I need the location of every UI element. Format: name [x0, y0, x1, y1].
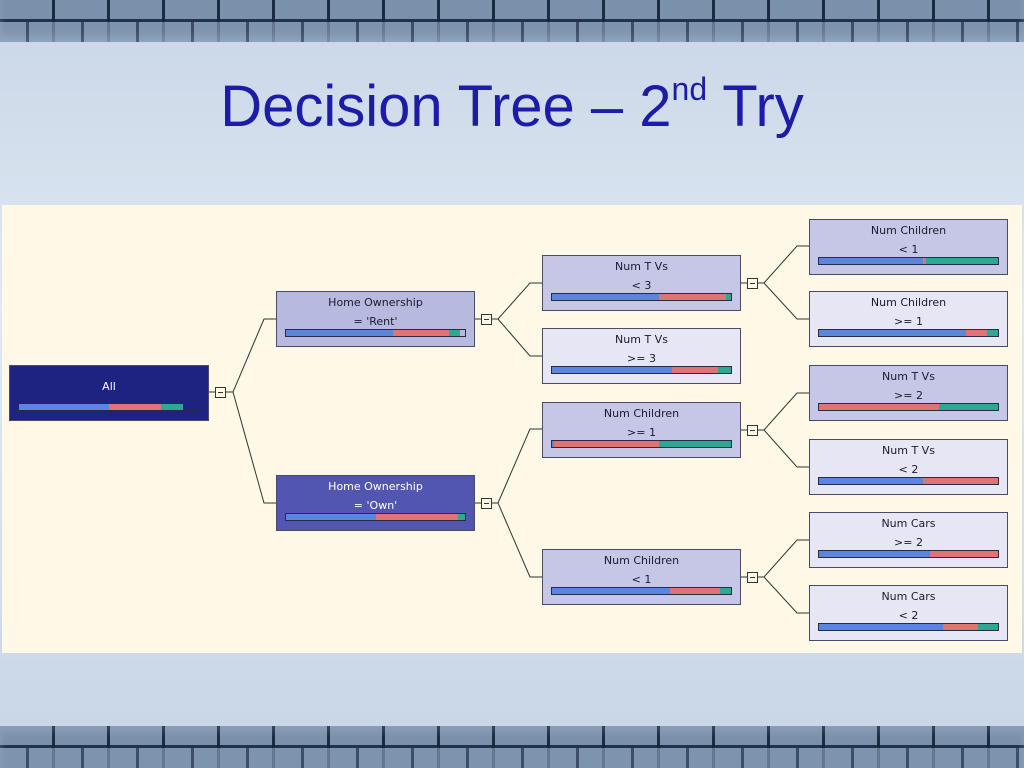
tree-node-num-tvs-lt-3[interactable]: Num T Vs < 3: [542, 255, 741, 311]
distribution-segment-teal: [926, 258, 998, 264]
node-distribution-bar: [818, 550, 999, 558]
node-attribute: Home Ownership: [328, 296, 423, 309]
node-condition: < 2: [898, 463, 919, 476]
distribution-segment-red: [922, 258, 927, 264]
node-condition: < 2: [898, 609, 919, 622]
distribution-segment-red: [375, 514, 458, 520]
distribution-segment-blue: [819, 551, 930, 557]
node-condition: < 1: [898, 243, 919, 256]
tree-node-num-children-lt-1[interactable]: Num Children < 1: [542, 549, 741, 605]
distribution-segment-teal: [938, 404, 998, 410]
node-attribute: Num Children: [603, 554, 680, 567]
top-brick-border: [0, 0, 1024, 42]
node-distribution-bar: [818, 257, 999, 265]
distribution-segment-red: [670, 588, 721, 594]
tree-node-num-tvs-ge-2-leaf[interactable]: Num T Vs >= 2: [809, 365, 1008, 421]
node-condition: = 'Own': [353, 499, 398, 512]
distribution-segment-blue: [819, 258, 923, 264]
tree-node-num-children-lt-1-leaf[interactable]: Num Children < 1: [809, 219, 1008, 275]
node-distribution-bar: [551, 587, 732, 595]
tree-node-num-tvs-lt-2-leaf[interactable]: Num T Vs < 2: [809, 439, 1008, 495]
node-distribution-bar: [818, 403, 999, 411]
node-condition: >= 1: [894, 315, 923, 328]
node-distribution-bar: [818, 477, 999, 485]
collapse-toggle-icon[interactable]: [481, 498, 492, 509]
distribution-segment-blue: [552, 367, 672, 373]
node-condition: >= 2: [894, 389, 923, 402]
node-attribute: Num Children: [603, 407, 680, 420]
node-condition: < 1: [631, 573, 652, 586]
tree-node-num-tvs-ge-3[interactable]: Num T Vs >= 3: [542, 328, 741, 384]
distribution-segment-teal: [457, 514, 465, 520]
node-attribute: Num Children: [870, 296, 947, 309]
distribution-segment-teal: [161, 404, 183, 410]
tree-node-home-ownership-own[interactable]: Home Ownership = 'Own': [276, 475, 475, 531]
tree-node-num-children-ge-1-leaf[interactable]: Num Children >= 1: [809, 291, 1008, 347]
node-label: All: [102, 380, 116, 393]
distribution-segment-red: [659, 294, 726, 300]
node-distribution-bar: [551, 440, 732, 448]
distribution-segment-red: [819, 404, 939, 410]
collapse-toggle-icon[interactable]: [747, 572, 758, 583]
distribution-segment-blue: [819, 624, 943, 630]
tree-node-num-cars-lt-2-leaf[interactable]: Num Cars < 2: [809, 585, 1008, 641]
node-condition: >= 3: [627, 352, 656, 365]
distribution-segment-teal: [659, 441, 731, 447]
tree-node-num-cars-ge-2-leaf[interactable]: Num Cars >= 2: [809, 512, 1008, 568]
node-attribute: Home Ownership: [328, 480, 423, 493]
node-attribute: Num Cars: [881, 590, 936, 603]
node-distribution-bar: [551, 366, 732, 374]
node-distribution-bar: [285, 329, 466, 337]
distribution-segment-red: [942, 624, 979, 630]
distribution-segment-red: [553, 441, 660, 447]
node-attribute: Num Cars: [881, 517, 936, 530]
distribution-segment-red: [393, 330, 449, 336]
distribution-segment-blue: [19, 404, 109, 410]
distribution-segment-teal: [718, 367, 731, 373]
node-distribution-bar: [285, 513, 466, 521]
tree-node-num-children-ge-1[interactable]: Num Children >= 1: [542, 402, 741, 458]
node-distribution-bar: [18, 403, 200, 411]
distribution-segment-blue: [286, 330, 394, 336]
distribution-segment-red: [671, 367, 719, 373]
node-condition: >= 2: [894, 536, 923, 549]
node-attribute: Num T Vs: [615, 333, 668, 346]
node-condition: >= 1: [627, 426, 656, 439]
tree-node-home-ownership-rent[interactable]: Home Ownership = 'Rent': [276, 291, 475, 347]
collapse-toggle-icon[interactable]: [747, 425, 758, 436]
distribution-segment-blue: [552, 294, 660, 300]
node-attribute: Num T Vs: [882, 444, 935, 457]
slide-title: Decision Tree – 2nd Try: [220, 70, 804, 139]
distribution-segment-blue: [286, 514, 376, 520]
distribution-segment-blue: [552, 441, 554, 447]
distribution-segment-blue: [819, 330, 966, 336]
distribution-segment-red: [922, 478, 998, 484]
distribution-segment-teal: [720, 588, 731, 594]
distribution-segment-red: [109, 404, 162, 410]
distribution-segment-red: [929, 551, 998, 557]
distribution-segment-red: [965, 330, 988, 336]
collapse-toggle-icon[interactable]: [481, 314, 492, 325]
tree-node-all[interactable]: All: [9, 365, 209, 421]
node-distribution-bar: [551, 293, 732, 301]
distribution-segment-teal: [978, 624, 998, 630]
distribution-segment-teal: [725, 294, 731, 300]
distribution-segment-teal: [987, 330, 998, 336]
distribution-segment-blue: [819, 478, 923, 484]
collapse-toggle-icon[interactable]: [747, 278, 758, 289]
bottom-brick-border: [0, 726, 1024, 768]
node-condition: = 'Rent': [353, 315, 398, 328]
node-attribute: Num T Vs: [615, 260, 668, 273]
node-attribute: Num Children: [870, 224, 947, 237]
distribution-segment-teal: [448, 330, 460, 336]
collapse-toggle-icon[interactable]: [215, 387, 226, 398]
node-condition: < 3: [631, 279, 652, 292]
node-attribute: Num T Vs: [882, 370, 935, 383]
distribution-segment-blue: [552, 588, 671, 594]
node-distribution-bar: [818, 329, 999, 337]
node-distribution-bar: [818, 623, 999, 631]
